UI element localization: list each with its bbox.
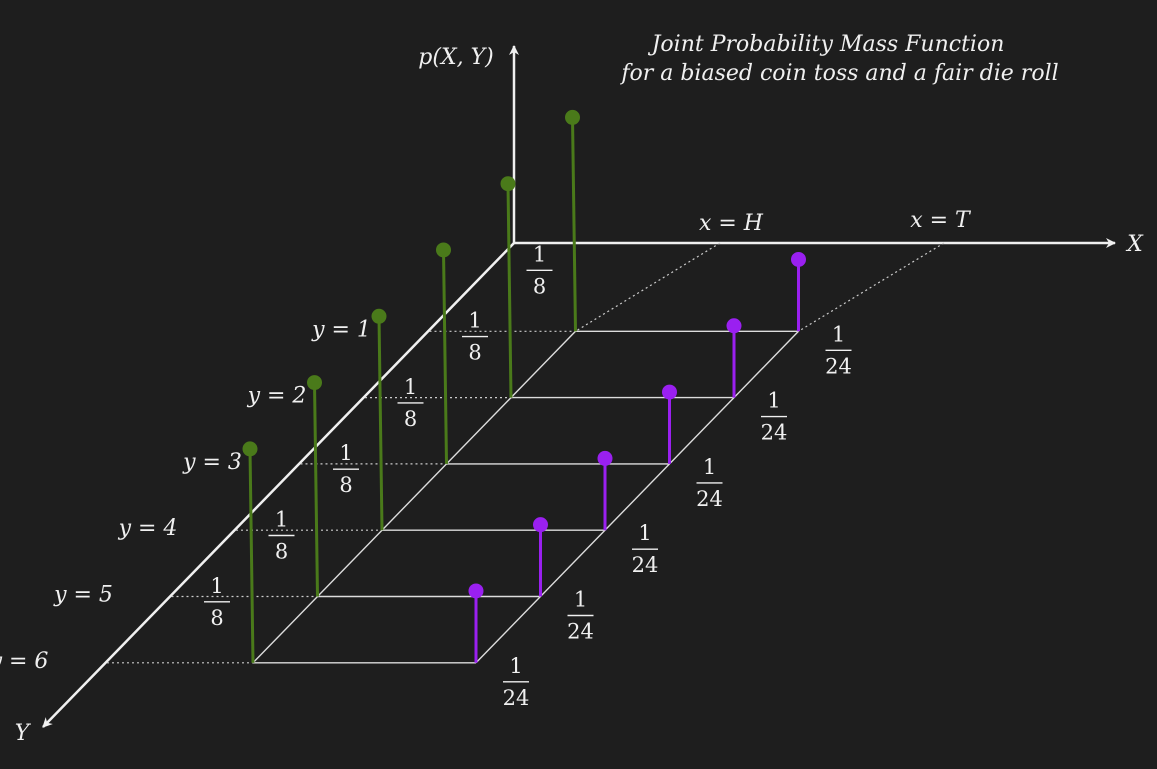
grid-col-tails xyxy=(475,330,800,664)
value-label-T-3: 124 xyxy=(696,455,723,511)
value-denominator: 24 xyxy=(567,620,594,644)
value-numerator: 1 xyxy=(468,309,481,333)
value-label-H-6: 18 xyxy=(204,574,230,630)
value-denominator: 8 xyxy=(210,606,223,630)
stem-H-4 xyxy=(377,316,384,531)
stem-marker-T-1 xyxy=(791,251,806,267)
value-label-H-3: 18 xyxy=(397,375,424,431)
value-denominator: 8 xyxy=(339,473,352,497)
y-category-label: y = 2 xyxy=(247,384,307,409)
stem-H-3 xyxy=(442,249,448,464)
stem-marker-T-6 xyxy=(468,583,484,599)
stem-marker-H-1 xyxy=(565,109,580,125)
grid-layer xyxy=(107,242,945,664)
value-denominator: 24 xyxy=(696,487,723,511)
value-label-H-2: 18 xyxy=(462,309,488,365)
x-axis-label: X xyxy=(1125,232,1144,257)
value-denominator: 8 xyxy=(275,540,288,564)
stem-H-1 xyxy=(571,117,577,332)
guide-dotted-xT xyxy=(798,242,945,332)
stem-marker-T-3 xyxy=(662,384,677,400)
stem-marker-H-3 xyxy=(436,242,451,258)
y-axis xyxy=(42,242,515,728)
label-layer: x = H x = T y = 1 y = 2 y = 3 y = 4 y = 5 y = 6… xyxy=(0,208,972,710)
grid-col-heads xyxy=(252,330,577,664)
title-line-2: for a biased coin toss and a fair die ro… xyxy=(619,61,1058,86)
x-category-label: x = T xyxy=(910,208,972,233)
stem-marker-H-4 xyxy=(371,308,387,324)
value-numerator: 1 xyxy=(210,574,223,598)
value-label-T-6: 124 xyxy=(503,654,530,710)
value-label-H-5: 18 xyxy=(268,508,295,564)
y-category-label: y = 3 xyxy=(182,450,242,475)
value-numerator: 1 xyxy=(339,441,352,465)
value-numerator: 1 xyxy=(767,389,780,413)
value-label-H-4: 18 xyxy=(333,441,359,497)
y-category-label: y = 1 xyxy=(311,317,371,342)
value-label-H-1: 18 xyxy=(526,242,553,298)
value-label-T-2: 124 xyxy=(761,389,788,445)
title-line-1: Joint Probability Mass Function xyxy=(648,32,1005,57)
y-axis-label: Y xyxy=(15,721,32,746)
value-denominator: 24 xyxy=(825,354,852,378)
value-numerator: 1 xyxy=(574,588,587,612)
y-category-label: y = 4 xyxy=(118,516,178,541)
y-category-label: y = 5 xyxy=(53,583,113,608)
z-axis-label: p(X, Y) xyxy=(418,45,493,70)
y-category-label: y = 6 xyxy=(0,649,48,674)
stem-marker-T-2 xyxy=(726,318,742,334)
value-label-T-1: 124 xyxy=(825,322,852,378)
stem-marker-T-4 xyxy=(597,450,613,466)
guide-dotted-xH xyxy=(575,242,721,332)
stem-marker-H-2 xyxy=(500,176,516,192)
value-numerator: 1 xyxy=(638,521,651,545)
value-numerator: 1 xyxy=(832,322,845,346)
value-numerator: 1 xyxy=(404,375,417,399)
stem-H-5 xyxy=(313,382,319,597)
stem-marker-T-5 xyxy=(533,517,548,533)
value-denominator: 24 xyxy=(632,553,659,577)
value-numerator: 1 xyxy=(533,242,546,266)
value-label-T-5: 124 xyxy=(567,588,594,644)
stem-H-6 xyxy=(248,448,255,663)
value-numerator: 1 xyxy=(703,455,716,479)
stem-layer xyxy=(242,109,806,663)
value-denominator: 24 xyxy=(761,421,788,445)
value-denominator: 8 xyxy=(404,407,417,431)
stem-marker-H-6 xyxy=(242,441,258,457)
value-denominator: 8 xyxy=(468,341,481,365)
value-numerator: 1 xyxy=(509,654,522,678)
value-denominator: 8 xyxy=(533,274,546,298)
stem-marker-H-5 xyxy=(307,375,322,391)
value-label-T-4: 124 xyxy=(632,521,659,577)
value-denominator: 24 xyxy=(503,686,530,710)
x-category-label: x = H xyxy=(699,211,764,236)
value-numerator: 1 xyxy=(275,508,288,532)
stem-H-2 xyxy=(506,183,513,398)
